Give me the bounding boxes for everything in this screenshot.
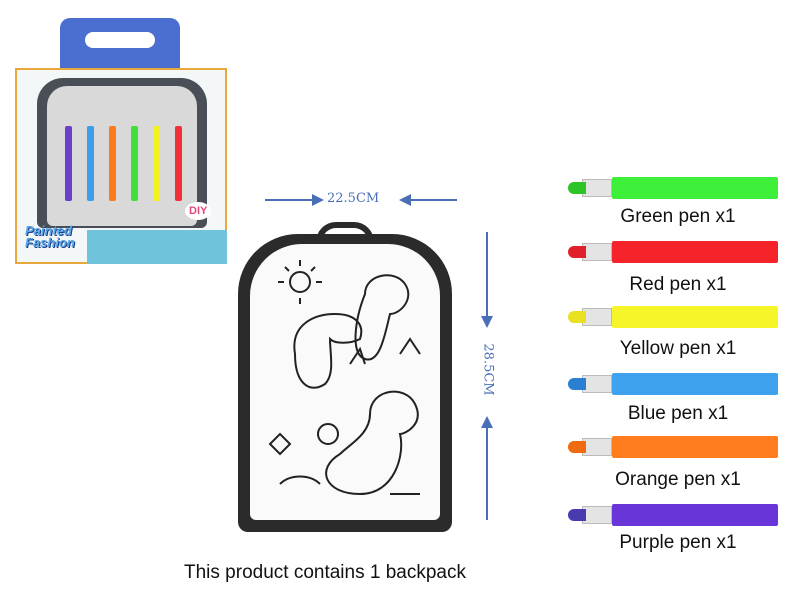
red-pen-image xyxy=(568,239,782,265)
yellow-pen-image xyxy=(568,304,782,330)
height-arrow-top xyxy=(486,232,488,322)
package-band xyxy=(87,230,227,264)
packaged-pen xyxy=(153,126,160,201)
height-arrow-bottom xyxy=(486,426,488,520)
product-caption: This product contains 1 backpack xyxy=(184,562,466,583)
dinosaur-coloring-print xyxy=(250,244,440,520)
width-label: 22.5CM xyxy=(327,191,380,206)
packaged-pen xyxy=(65,126,72,201)
backpack-image xyxy=(238,222,452,532)
green-pen-label: Green pen x1 xyxy=(620,206,736,227)
height-label: 28.5CM xyxy=(480,343,496,396)
purple-pen-label: Purple pen x1 xyxy=(619,532,737,553)
purple-pen-image xyxy=(568,502,782,528)
green-pen-image xyxy=(568,175,782,201)
width-arrow-left xyxy=(265,199,320,201)
packaged-pen xyxy=(131,126,138,201)
arrow-head-icon xyxy=(481,316,493,328)
orange-pen-label: Orange pen x1 xyxy=(615,469,741,490)
packaged-backpack xyxy=(47,86,197,226)
arrow-head-icon xyxy=(481,416,493,428)
diy-badge: DIY xyxy=(185,202,212,220)
arrow-head-icon xyxy=(312,194,324,206)
backpack-body xyxy=(238,234,452,532)
width-arrow-right xyxy=(405,199,457,201)
blue-pen-image xyxy=(568,371,782,397)
packaged-pen xyxy=(87,126,94,201)
packaged-pen xyxy=(175,126,182,201)
orange-pen-image xyxy=(568,434,782,460)
red-pen-label: Red pen x1 xyxy=(629,274,727,295)
package-window xyxy=(37,78,207,228)
yellow-pen-label: Yellow pen x1 xyxy=(619,338,737,359)
packaged-pen xyxy=(109,126,116,201)
backpack-handle xyxy=(316,222,374,244)
package-handle xyxy=(60,18,180,73)
blue-pen-label: Blue pen x1 xyxy=(627,403,729,424)
